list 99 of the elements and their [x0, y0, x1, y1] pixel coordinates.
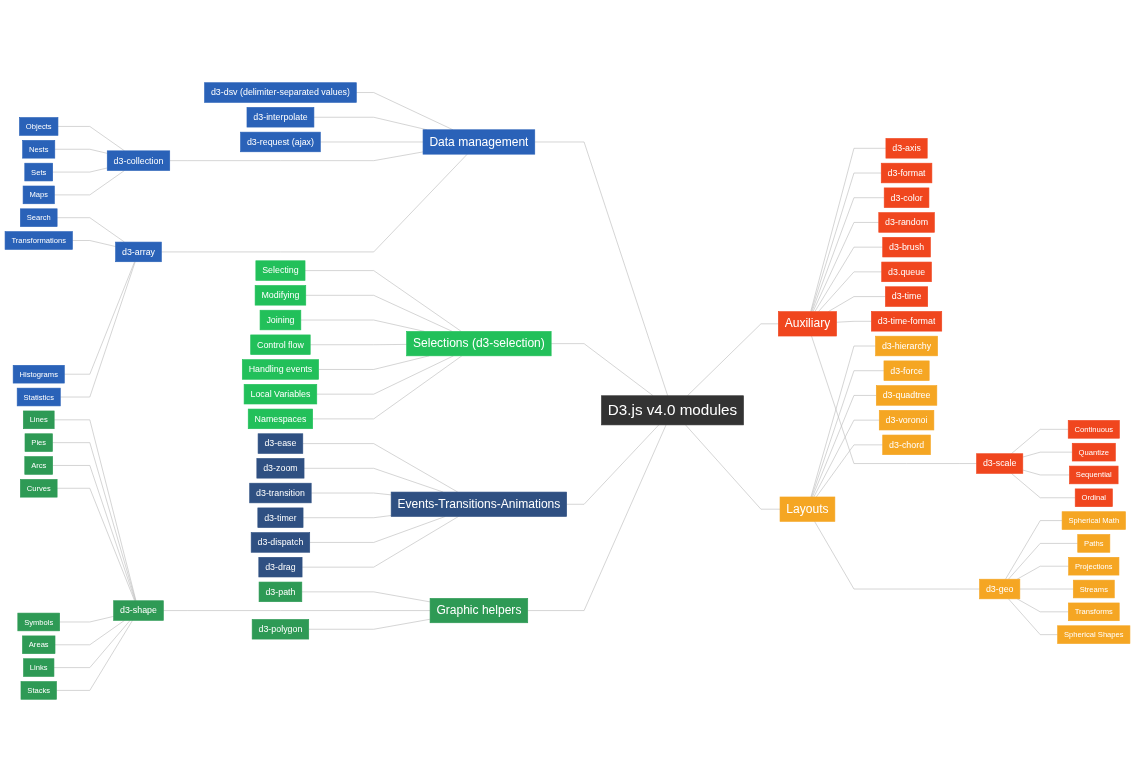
node-box: d3-chord	[882, 434, 931, 455]
node-box: d3-shape	[113, 600, 164, 621]
node-box: Events-Transitions-Animations	[390, 491, 567, 517]
node-box: d3-ease	[257, 433, 304, 454]
connector	[316, 355, 454, 395]
connector	[687, 323, 779, 397]
connector	[827, 296, 886, 312]
node-box: d3-dsv (delimiter-separated values)	[204, 82, 357, 103]
connector	[304, 270, 462, 332]
connector	[302, 443, 459, 493]
connector	[56, 487, 135, 602]
connector	[814, 521, 980, 590]
connector	[1011, 473, 1076, 499]
connector	[1022, 451, 1073, 458]
connector	[56, 620, 133, 691]
node-box: d3-time-format	[871, 311, 943, 332]
connector	[301, 591, 431, 603]
node-box: Auxiliary	[778, 311, 837, 337]
connector	[302, 515, 392, 519]
node-box: d3-interpolate	[246, 107, 315, 128]
connector	[810, 148, 887, 312]
node-box: d3-path	[258, 581, 303, 602]
node-box: d3-timer	[257, 507, 304, 528]
node-box: d3-brush	[882, 237, 931, 258]
node-box: d3-force	[883, 360, 930, 381]
connector	[815, 444, 884, 498]
connector	[685, 424, 781, 510]
connector	[527, 424, 667, 611]
connector	[812, 222, 880, 312]
connector	[64, 261, 135, 375]
node-box: d3-scale	[976, 453, 1024, 474]
node-box: d3-zoom	[256, 458, 305, 479]
connector	[566, 424, 660, 505]
node-box: d3-quadtree	[876, 385, 938, 406]
node-box: Joining	[259, 309, 302, 331]
connector	[308, 618, 431, 630]
connector	[810, 172, 882, 312]
node-box: Selections (d3-selection)	[406, 331, 552, 357]
connector	[1008, 598, 1058, 635]
connector	[1022, 469, 1070, 476]
connector	[1011, 429, 1069, 455]
connector	[1008, 543, 1079, 580]
connector	[534, 141, 668, 397]
connector	[53, 620, 131, 668]
node-box: d3-dispatch	[250, 532, 311, 553]
node-box: d3-polygon	[251, 619, 310, 640]
connector	[52, 167, 108, 173]
connector	[54, 148, 108, 154]
node-box: d3-collection	[106, 150, 171, 171]
connector	[56, 217, 125, 243]
connector	[301, 516, 459, 568]
connector	[59, 261, 136, 398]
connector	[836, 321, 872, 323]
node-box: d3-axis	[885, 138, 928, 159]
connector	[811, 197, 885, 312]
node-box: d3-time	[885, 286, 928, 307]
connector	[303, 468, 444, 493]
connector	[818, 271, 883, 312]
node-box: d3-request (ajax)	[240, 131, 321, 153]
connector	[1005, 520, 1063, 580]
node-box: d3-transition	[249, 482, 312, 504]
connector	[54, 620, 125, 646]
connector	[550, 343, 654, 397]
connector	[813, 419, 880, 498]
node-box: d3-format	[880, 162, 933, 184]
connector	[1016, 598, 1069, 613]
node-box: d3.queue	[881, 261, 932, 282]
node-box: Data management	[422, 129, 536, 155]
node-box: Graphic helpers	[429, 598, 529, 624]
node-box: d3-geo	[979, 578, 1021, 600]
connector	[169, 151, 424, 161]
connector	[312, 355, 463, 420]
node-box: d3-drag	[258, 557, 303, 578]
node-box: Handling events	[242, 359, 319, 380]
node-box: D3.js v4.0 modules	[601, 395, 744, 426]
connector	[54, 170, 125, 196]
node-box: Local Variables	[243, 384, 318, 405]
connector	[161, 153, 468, 253]
node-box: Modifying	[254, 285, 307, 306]
connector	[309, 344, 407, 346]
node-box: Namespaces	[247, 408, 313, 429]
connector	[1016, 565, 1069, 580]
node-box: Control flow	[250, 334, 311, 355]
connector	[814, 246, 884, 312]
connector	[72, 240, 116, 247]
node-box: Layouts	[779, 496, 836, 522]
connector	[810, 345, 876, 498]
node-box: d3-array	[115, 241, 162, 263]
connector	[163, 610, 431, 611]
connector	[811, 370, 885, 498]
node-box: Selecting	[255, 260, 306, 281]
node-box: d3-random	[878, 212, 935, 233]
node-box: d3-voronoi	[878, 410, 935, 431]
connector	[812, 395, 877, 498]
node-box: d3-color	[883, 187, 930, 208]
connector	[57, 126, 125, 152]
node-box: d3-hierarchy	[875, 335, 938, 357]
connector	[59, 616, 114, 623]
connector	[305, 295, 453, 332]
